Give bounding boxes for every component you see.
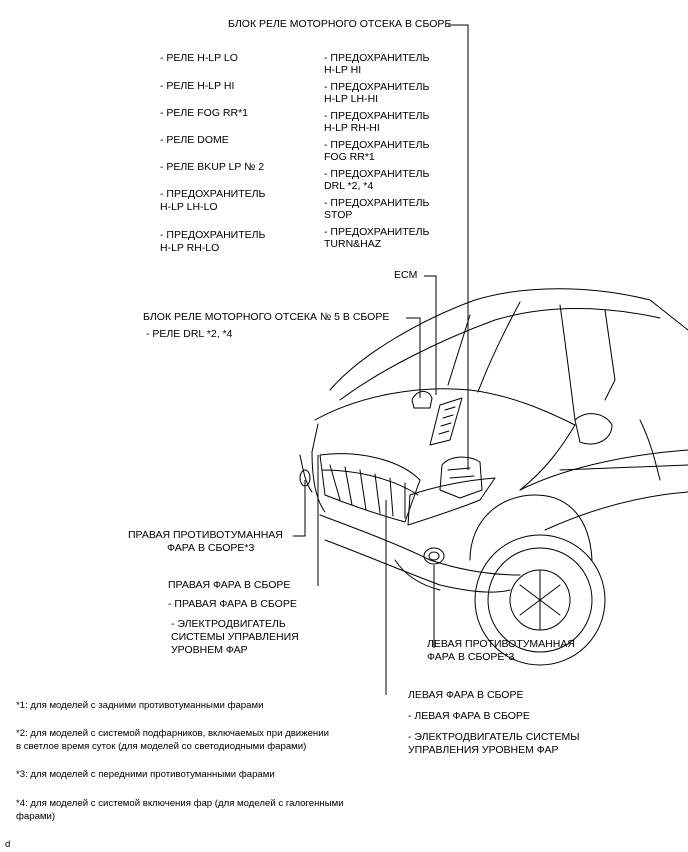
list-item: - ПРЕДОХРАНИТЕЛЬ (324, 52, 430, 64)
footnote: *4: для моделей с системой включения фар… (16, 798, 344, 809)
right-headlamp-item: - ЭЛЕКТРОДВИГАТЕЛЬ (171, 618, 286, 630)
right-fog-label: ПРАВАЯ ПРОТИВОТУМАННАЯ (128, 529, 283, 541)
footnote: в светлое время суток (для моделей со св… (16, 741, 307, 752)
list-item: - ПРЕДОХРАНИТЕЛЬ (324, 168, 430, 180)
list-item: H-LP LH-HI (324, 93, 379, 105)
vehicle-outline (299, 288, 688, 666)
list-item: DRL *2, *4 (324, 180, 374, 192)
left-headlamp-item: УПРАВЛЕНИЯ УРОВНЕМ ФАР (408, 744, 559, 756)
list-item: H-LP LH-LO (160, 201, 218, 213)
left-headlamp-item: - ЛЕВАЯ ФАРА В СБОРЕ (408, 710, 530, 722)
list-item: H-LP RH-LO (160, 242, 220, 254)
list-item: - РЕЛЕ FOG RR*1 (160, 107, 248, 119)
footnote: фарами) (16, 811, 56, 822)
list-item: - РЕЛЕ H-LP HI (160, 80, 235, 92)
list-item: - РЕЛЕ BKUP LP № 2 (160, 161, 265, 173)
list-item: H-LP RH-HI (324, 122, 380, 134)
right-headlamp-item: СИСТЕМЫ УПРАВЛЕНИЯ (171, 631, 299, 643)
left-headlamp-title: ЛЕВАЯ ФАРА В СБОРЕ (408, 689, 524, 701)
main-relay-block-title: БЛОК РЕЛЕ МОТОРНОГО ОТСЕКА В СБОРЕ (228, 18, 452, 30)
footnote: *2: для моделей с системой подфарников, … (16, 728, 329, 739)
corner-mark: d (5, 839, 11, 850)
right-headlamp-item: УРОВНЕМ ФАР (171, 644, 248, 656)
relay-block-5-title: БЛОК РЕЛЕ МОТОРНОГО ОТСЕКА № 5 В СБОРЕ (143, 311, 390, 323)
relay-block-5-item: - РЕЛЕ DRL *2, *4 (146, 328, 233, 340)
right-headlamp-item: - ПРАВАЯ ФАРА В СБОРЕ (168, 598, 297, 610)
left-fog-label: ЛЕВАЯ ПРОТИВОТУМАННАЯ (427, 638, 575, 650)
list-item: - ПРЕДОХРАНИТЕЛЬ (324, 81, 430, 93)
footnote: *3: для моделей с передними противотуман… (16, 769, 275, 780)
footnote: *1: для моделей с задними противотуманны… (16, 700, 264, 711)
right-headlamp-title: ПРАВАЯ ФАРА В СБОРЕ (168, 579, 291, 591)
list-item: - РЕЛЕ DOME (160, 134, 229, 146)
list-item: STOP (324, 209, 353, 221)
list-item: - ПРЕДОХРАНИТЕЛЬ (324, 139, 430, 151)
right-fog-label: ФАРА В СБОРЕ*3 (167, 542, 255, 554)
list-item: - ПРЕДОХРАНИТЕЛЬ (324, 197, 430, 209)
list-item: - ПРЕДОХРАНИТЕЛЬ (160, 229, 266, 241)
leader-lines (293, 24, 469, 695)
list-item: - ПРЕДОХРАНИТЕЛЬ (324, 226, 430, 238)
list-item: - ПРЕДОХРАНИТЕЛЬ (160, 188, 266, 200)
left-headlamp-item: - ЭЛЕКТРОДВИГАТЕЛЬ СИСТЕМЫ (408, 731, 580, 743)
ecm-label: ECM (394, 269, 418, 281)
list-item: TURN&HAZ (324, 238, 382, 250)
list-item: FOG RR*1 (324, 151, 375, 163)
list-item: - РЕЛЕ H-LP LO (160, 52, 238, 64)
list-item: H-LP HI (324, 64, 362, 76)
left-fog-label: ФАРА В СБОРЕ*3 (427, 651, 515, 663)
list-item: - ПРЕДОХРАНИТЕЛЬ (324, 110, 430, 122)
